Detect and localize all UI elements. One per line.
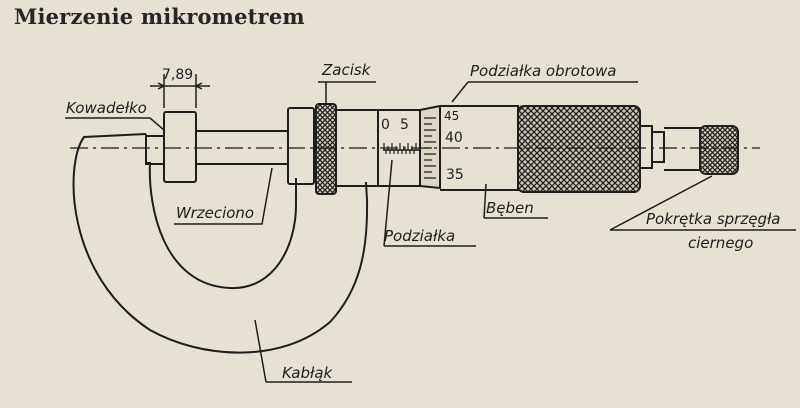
thimble-scale-35: 35 <box>446 167 464 183</box>
thimble-scale-40: 40 <box>445 130 463 146</box>
anvil <box>145 111 197 183</box>
label-beben: Bęben <box>486 199 534 217</box>
page-title: Mierzenie mikrometrem <box>14 4 305 29</box>
label-kowadelko: Kowadełko <box>66 99 147 117</box>
dimension-label: 7,89 <box>162 67 194 83</box>
thimble-ticks <box>424 117 436 179</box>
label-zacisk: Zacisk <box>322 61 371 79</box>
frame-boss <box>287 107 315 185</box>
label-pokretka-line1: Pokrętka sprzęgła <box>646 210 781 228</box>
sleeve-scale-0: 0 <box>381 117 390 133</box>
ratchet-knob <box>699 125 739 175</box>
label-podzialka: Podziałka <box>384 227 456 245</box>
label-podzialka-obrotowa: Podziałka obrotowa <box>470 62 617 80</box>
dimension-lines <box>150 74 210 108</box>
knurled-barrel <box>517 105 641 193</box>
lock-ring-zacisk <box>315 103 337 195</box>
spindle <box>196 130 288 165</box>
label-pokretka-line2: ciernego <box>688 234 754 252</box>
leader-lines <box>65 81 796 383</box>
thimble-scale-45: 45 <box>444 109 460 123</box>
sleeve-scale-5: 5 <box>400 117 409 133</box>
label-kablak: Kabłąk <box>282 364 333 382</box>
label-wrzeciono: Wrzeciono <box>176 204 255 222</box>
